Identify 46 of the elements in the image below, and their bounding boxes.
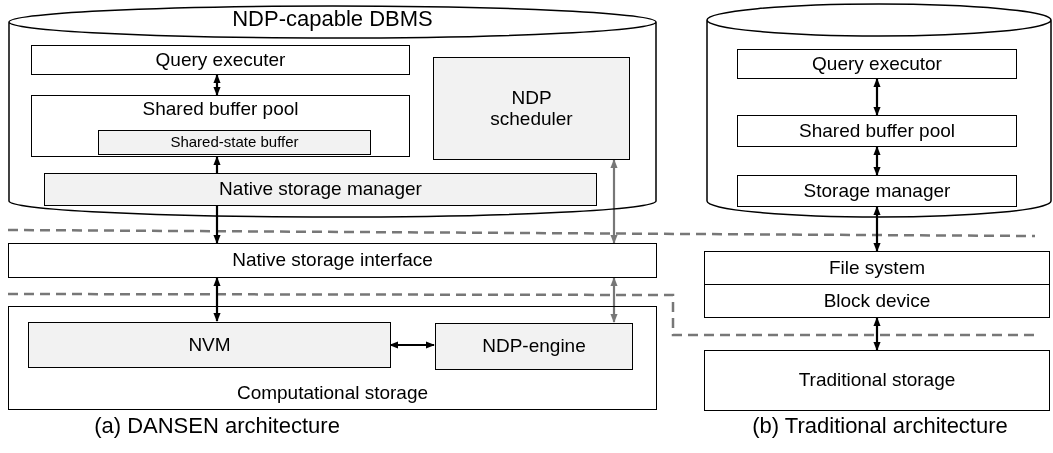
double-arrow	[213, 74, 221, 96]
layer-box	[737, 49, 1017, 79]
node-label: NDP-engine	[482, 336, 586, 357]
node-label: NDP-capable DBMS	[232, 7, 433, 32]
module-box	[44, 173, 597, 206]
double-arrow	[873, 206, 881, 252]
node-label: NVM	[188, 334, 231, 356]
cylinder-shape	[8, 5, 657, 218]
arrow	[213, 206, 221, 244]
node-label: Query executer	[155, 49, 286, 71]
layer-box	[704, 350, 1050, 411]
module-box	[28, 322, 391, 368]
double-arrow	[610, 159, 618, 244]
figure-caption: (a) DANSEN architecture	[94, 413, 340, 439]
node-label: Traditional storage	[798, 370, 956, 391]
double-arrow	[389, 341, 435, 349]
layer-box	[737, 175, 1017, 207]
node-label: File system	[828, 257, 926, 279]
double-arrow	[213, 277, 221, 322]
node-label: Native storage manager	[219, 179, 422, 200]
node-label: Shared-state buffer	[170, 134, 299, 151]
node-label: Shared buffer pool	[799, 120, 955, 142]
double-arrow	[873, 78, 881, 116]
layer-box	[737, 115, 1017, 147]
node-label: Block device	[823, 290, 931, 312]
layer-box	[8, 306, 657, 410]
cylinder-shape	[706, 3, 1052, 218]
node-label: Native storage interface	[232, 250, 433, 271]
node-label: Computational storage	[236, 383, 429, 404]
layer-box	[704, 251, 1050, 285]
node-label: Query executor	[812, 53, 942, 75]
layer-box	[8, 243, 657, 278]
double-arrow	[610, 277, 618, 323]
node-label: Shared buffer pool	[142, 99, 299, 120]
layer-box	[31, 45, 410, 75]
double-arrow	[873, 317, 881, 351]
node-label: Storage manager	[803, 180, 951, 202]
node-label: NDP scheduler	[489, 87, 574, 130]
layer-box	[704, 284, 1050, 318]
layer-box	[31, 95, 410, 157]
module-box	[433, 57, 630, 160]
module-box	[98, 130, 371, 155]
double-arrow	[873, 146, 881, 176]
figure-caption: (b) Traditional architecture	[752, 413, 1008, 439]
arrow	[213, 156, 221, 173]
module-box	[435, 323, 633, 370]
